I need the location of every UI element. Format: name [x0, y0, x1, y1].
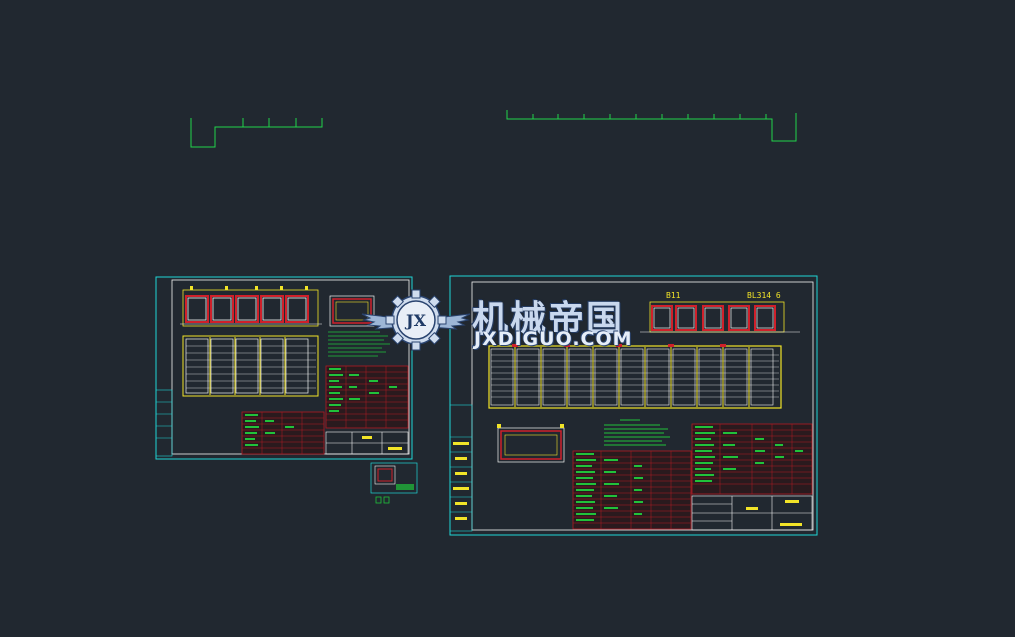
jxdiguo-watermark: JX 机械帝国 JXDIGUO.COM [360, 284, 660, 354]
watermark-chinese-text: 机械帝国 [472, 299, 625, 340]
section-detail-right [497, 424, 565, 463]
notes-left [328, 331, 390, 357]
detail-small-left[interactable] [370, 462, 418, 504]
label-bl314: BL314 6 [747, 291, 781, 300]
emblem-letters: JX [404, 311, 427, 330]
polyline-right[interactable] [506, 110, 797, 142]
polyline-left[interactable] [190, 118, 323, 148]
title-block-left [325, 431, 409, 455]
drawing-sheet-right[interactable]: B11 BL314 6 [449, 275, 818, 536]
elevation-view-right: B11 BL314 6 [640, 291, 800, 333]
material-table-left-lower [241, 411, 325, 455]
watermark-domain-text: JXDIGUO.COM [474, 328, 633, 350]
material-table-right-upper [691, 423, 813, 495]
material-table-right-lower [572, 450, 692, 530]
title-block-right [691, 495, 813, 531]
material-table-left-upper [325, 365, 409, 429]
plan-view-right [488, 344, 782, 409]
elevation-view-left [180, 286, 375, 327]
drawing-sheet-left[interactable] [155, 276, 413, 460]
notes-right [604, 419, 670, 446]
gear-wings-emblem-icon: JX [361, 289, 471, 351]
plan-view-left [182, 335, 319, 397]
label-b11: B11 [666, 291, 681, 300]
